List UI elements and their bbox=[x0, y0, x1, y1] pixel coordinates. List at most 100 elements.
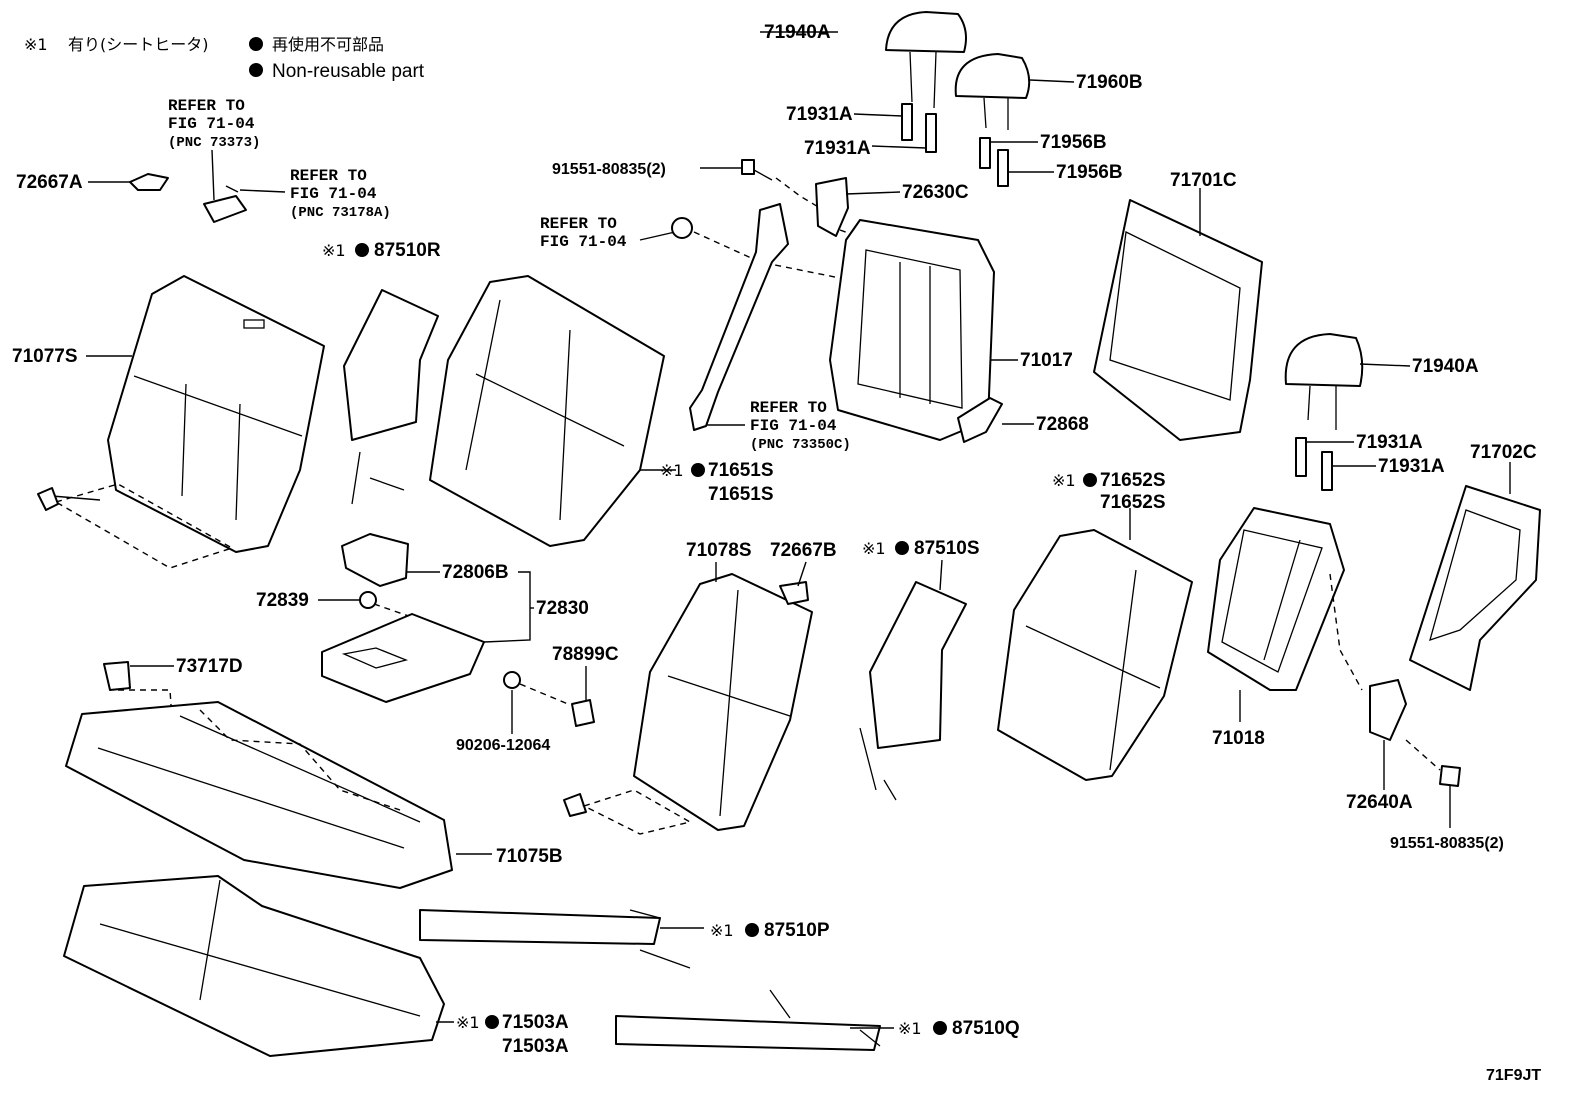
note-mark: ※1 bbox=[862, 539, 886, 558]
svg-text:FIG 71-04: FIG 71-04 bbox=[540, 233, 627, 251]
note-mark: ※1 bbox=[456, 1013, 480, 1032]
note-mark: ※1 bbox=[660, 461, 684, 480]
legend-note-mark: ※1 bbox=[24, 35, 48, 54]
guide-71931A-shape bbox=[1295, 437, 1307, 477]
non-reusable-dot-icon bbox=[249, 63, 263, 77]
svg-text:(PNC 73350C): (PNC 73350C) bbox=[750, 437, 851, 453]
part-label-78899C: 78899C bbox=[552, 644, 619, 665]
part-label-73717D: 73717D bbox=[176, 656, 243, 677]
clip-shape bbox=[37, 487, 59, 511]
leader-lines bbox=[86, 79, 1511, 1029]
part-label-72830: 72830 bbox=[536, 598, 589, 619]
part-label-71931A: 71931A bbox=[804, 138, 871, 159]
lock-72640A-shape bbox=[1369, 679, 1407, 741]
part-label-91551-80835: 91551-80835(2) bbox=[1390, 835, 1504, 852]
bolt-91551-shape bbox=[741, 159, 755, 175]
cup-holder-72806B-shape bbox=[341, 533, 409, 587]
guide-71931A-shape bbox=[901, 103, 913, 141]
headrest-71940A-right-shape bbox=[1284, 333, 1364, 387]
board-71702C-shape bbox=[1409, 485, 1541, 691]
part-label-71017: 71017 bbox=[1020, 350, 1073, 371]
clip-73717D-shape bbox=[103, 661, 131, 691]
reference-note-73178A: REFER TO FIG 71-04 (PNC 73178A) bbox=[239, 167, 391, 221]
back-frame-71018-shape bbox=[1207, 507, 1345, 691]
part-label-71503A: 71503A bbox=[502, 1036, 569, 1057]
svg-text:FIG 71-04: FIG 71-04 bbox=[168, 115, 255, 133]
part-label-71075B: 71075B bbox=[496, 846, 563, 867]
part-label-87510S: 87510S bbox=[914, 538, 980, 559]
note-mark: ※1 bbox=[322, 241, 346, 260]
part-label-71018: 71018 bbox=[1212, 728, 1265, 749]
headrest-71940A-shape bbox=[885, 11, 967, 53]
back-pad-71652S-shape bbox=[997, 529, 1193, 781]
seat-belt-shape bbox=[689, 203, 789, 431]
svg-text:(PNC 73373): (PNC 73373) bbox=[168, 135, 260, 151]
svg-text:REFER TO: REFER TO bbox=[290, 167, 367, 185]
part-label-71078S: 71078S bbox=[686, 540, 752, 561]
legend-non-reusable-jp: 再使用不可部品 bbox=[272, 35, 384, 54]
bolt-91551-bottom-shape bbox=[1439, 765, 1461, 787]
armrest-72830-shape bbox=[321, 613, 485, 703]
guide-71956B-shape bbox=[997, 149, 1009, 187]
lock-72630C-shape bbox=[815, 177, 849, 237]
back-pad-71651S-shape bbox=[429, 275, 665, 547]
non-reusable-dot-icon bbox=[355, 243, 369, 257]
svg-text:FIG 71-04: FIG 71-04 bbox=[750, 417, 837, 435]
part-label-87510Q: 87510Q bbox=[952, 1018, 1020, 1039]
heater-87510Q-shape bbox=[615, 1015, 881, 1051]
note-mark: ※1 bbox=[710, 921, 734, 940]
part-label-71702C: 71702C bbox=[1470, 442, 1537, 463]
part-label-72667B: 72667B bbox=[770, 540, 837, 561]
legend-non-reusable-en: Non-reusable part bbox=[272, 61, 425, 82]
legend-note-text: 有り(シートヒータ) bbox=[68, 35, 209, 54]
part-label-71956B: 71956B bbox=[1040, 132, 1107, 153]
legend: ※1 有り(シートヒータ) 再使用不可部品 Non-reusable part bbox=[24, 35, 425, 82]
part-label-71503A: 71503A bbox=[502, 1012, 569, 1033]
part-label-90206-12064: 90206-12064 bbox=[456, 737, 550, 754]
part-label-87510P: 87510P bbox=[764, 920, 830, 941]
part-label-72868: 72868 bbox=[1036, 414, 1089, 435]
non-reusable-dot-icon bbox=[249, 37, 263, 51]
note-mark: ※1 bbox=[898, 1019, 922, 1038]
part-label-71956B: 71956B bbox=[1056, 162, 1123, 183]
part-label-71651S: 71651S bbox=[708, 460, 774, 481]
part-number-labels: 71940A 71960B 71931A 71931A 71956B 71956… bbox=[12, 22, 1541, 1084]
seat-back-cover-71078S-shape bbox=[633, 573, 813, 831]
part-label-71931A: 71931A bbox=[786, 104, 853, 125]
guide-71956B-shape bbox=[979, 137, 991, 169]
clip-shape bbox=[563, 793, 587, 817]
part-label-72667A: 72667A bbox=[16, 172, 83, 193]
non-reusable-dot-icon bbox=[1083, 473, 1097, 487]
svg-text:REFER TO: REFER TO bbox=[168, 97, 245, 115]
figure-code: 71F9JT bbox=[1486, 1067, 1541, 1084]
guide-71931A-shape bbox=[925, 113, 937, 153]
part-label-71960B: 71960B bbox=[1076, 72, 1143, 93]
seat-cushion-cover-71075B-shape bbox=[65, 701, 453, 889]
cover-72868-shape bbox=[957, 397, 1003, 443]
non-reusable-dot-icon bbox=[745, 923, 759, 937]
back-frame-71017-shape bbox=[829, 219, 995, 441]
clip-72839-shape bbox=[359, 591, 377, 609]
non-reusable-dot-icon bbox=[895, 541, 909, 555]
board-71701C-shape bbox=[1093, 199, 1263, 441]
part-label-71077S: 71077S bbox=[12, 346, 78, 367]
part-label-71931A: 71931A bbox=[1378, 456, 1445, 477]
reference-note-73373: REFER TO FIG 71-04 (PNC 73373) bbox=[168, 97, 260, 201]
cushion-pad-71503A-shape bbox=[63, 875, 445, 1057]
part-label-72839: 72839 bbox=[256, 590, 309, 611]
cover-73373-shape bbox=[203, 195, 247, 223]
heater-87510S-shape bbox=[869, 581, 967, 749]
svg-text:(PNC 73178A): (PNC 73178A) bbox=[290, 205, 391, 221]
svg-text:FIG 71-04: FIG 71-04 bbox=[290, 185, 377, 203]
non-reusable-dot-icon bbox=[485, 1015, 499, 1029]
bolt-78899C-shape bbox=[571, 699, 595, 727]
part-label-71701C: 71701C bbox=[1170, 170, 1237, 191]
seat-back-cover-71077S-shape bbox=[107, 275, 325, 553]
note-mark: ※1 bbox=[1052, 471, 1076, 490]
reference-note-73350C: REFER TO FIG 71-04 (PNC 73350C) bbox=[705, 399, 851, 453]
part-label-87510R: 87510R bbox=[374, 240, 441, 261]
part-label-71651S: 71651S bbox=[708, 484, 774, 505]
heater-87510P-shape bbox=[419, 909, 661, 945]
part-label-71931A: 71931A bbox=[1356, 432, 1423, 453]
